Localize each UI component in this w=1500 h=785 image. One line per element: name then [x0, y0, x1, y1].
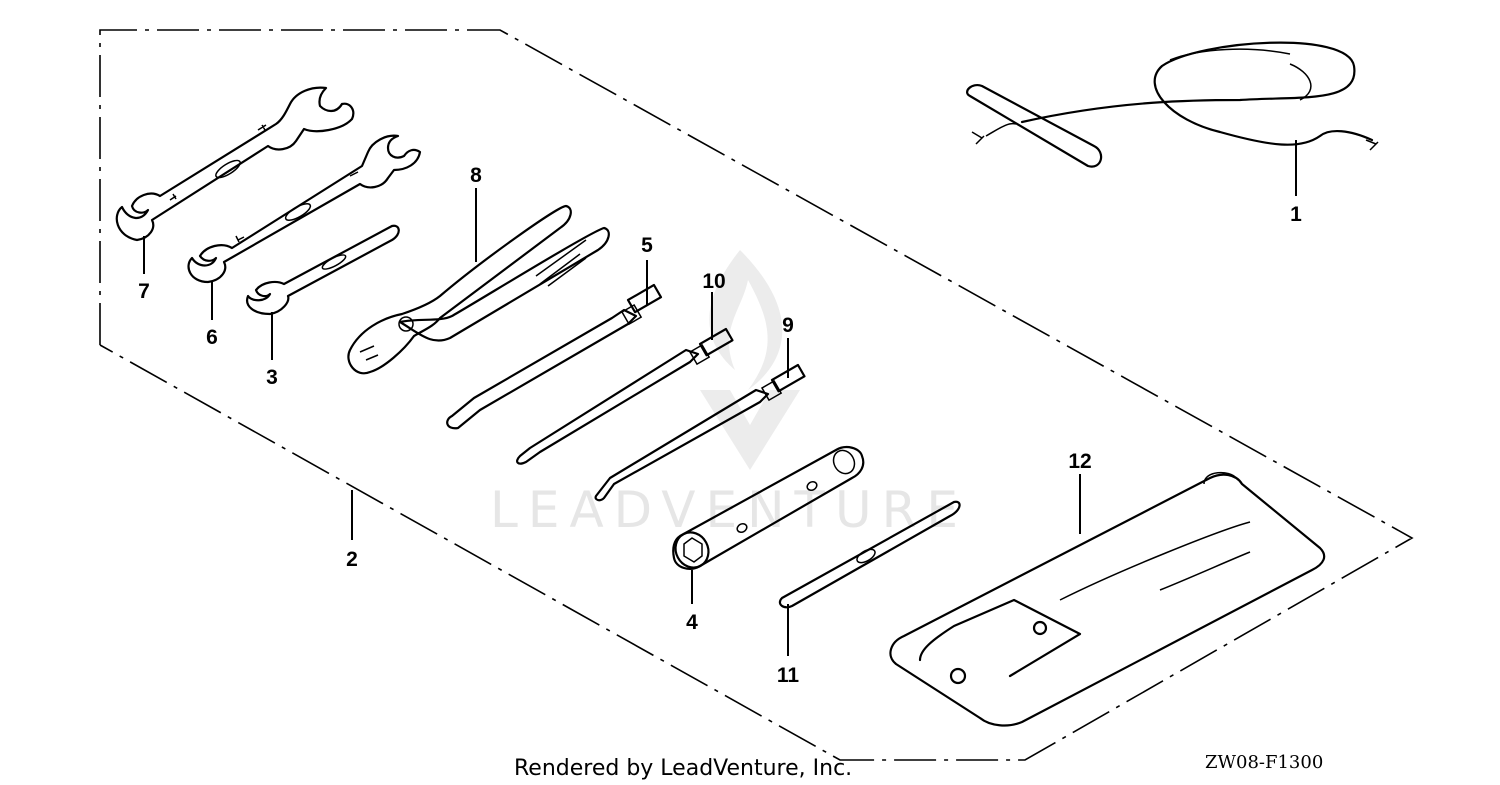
screwdriver-5[interactable] — [446, 283, 663, 430]
callout-1[interactable]: 1 — [1290, 203, 1302, 226]
wrench-3[interactable] — [246, 224, 400, 316]
flat-tool-icon — [778, 500, 961, 609]
callout-2[interactable]: 2 — [346, 548, 358, 571]
pliers-icon — [347, 204, 572, 375]
diagram-code: ZW08-F1300 — [1205, 752, 1323, 773]
box-wrench-4[interactable] — [669, 446, 865, 574]
callout-10[interactable]: 10 — [702, 270, 725, 293]
callout-3[interactable]: 3 — [266, 366, 278, 389]
callout-7[interactable]: 7 — [138, 280, 150, 303]
tool-bag-icon — [889, 473, 1326, 727]
kit-boundary — [99, 29, 1414, 761]
wrench-icon — [187, 134, 422, 284]
tool-bag-12[interactable] — [889, 471, 1326, 727]
wrench-icon — [115, 86, 355, 242]
screwdriver-10[interactable] — [516, 327, 734, 465]
screwdriver-9[interactable] — [594, 363, 806, 502]
wrench-7[interactable] — [115, 86, 355, 242]
pliers-8[interactable] — [347, 204, 610, 375]
wrench-icon — [246, 224, 400, 316]
watermark-text: LEADVENTURE — [490, 481, 968, 539]
wrench-6[interactable] — [187, 134, 422, 284]
screwdriver-icon — [516, 348, 700, 465]
leader-lines — [143, 140, 1297, 656]
callout-5[interactable]: 5 — [641, 234, 653, 257]
footer-credit: Rendered by LeadVenture, Inc. — [514, 756, 852, 781]
callout-12[interactable]: 12 — [1068, 450, 1091, 473]
watermark: LEADVENTURE — [490, 250, 968, 539]
callouts: 1 2 3 4 5 6 7 8 9 10 11 12 — [138, 164, 1302, 687]
box-wrench-icon — [672, 446, 865, 570]
starter-rope-icon — [966, 84, 1103, 168]
flat-tool-11[interactable] — [778, 500, 961, 609]
callout-11[interactable]: 11 — [777, 664, 800, 687]
callout-8[interactable]: 8 — [470, 164, 482, 187]
callout-9[interactable]: 9 — [782, 314, 794, 337]
starter-rope-1[interactable] — [966, 41, 1379, 168]
callout-4[interactable]: 4 — [686, 611, 698, 634]
callout-6[interactable]: 6 — [206, 326, 218, 349]
